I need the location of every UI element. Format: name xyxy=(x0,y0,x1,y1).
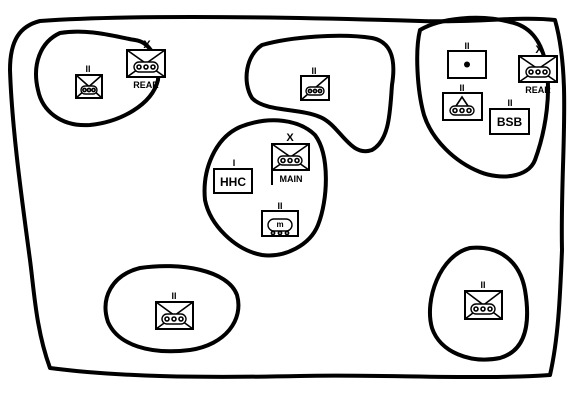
bsb-echelon-label: II xyxy=(507,98,512,108)
echelon-x-west: X xyxy=(143,39,151,51)
brigade-rear-cp-west: X REAR xyxy=(126,39,166,90)
unit-echelon-label: II xyxy=(171,291,176,301)
brigade-area-boundary xyxy=(8,15,567,380)
armored-engineer-unit: II xyxy=(442,83,483,121)
se-area-boundary xyxy=(427,245,530,362)
ne-area-boundary xyxy=(415,15,550,179)
sw-area-boundary xyxy=(103,264,241,354)
unit-echelon-label: II xyxy=(464,41,469,51)
unit-echelon-label: II xyxy=(459,83,464,93)
main-label: MAIN xyxy=(280,174,303,184)
hhc-echelon-label: I xyxy=(233,158,236,168)
brigade-main-cp: X MAIN xyxy=(271,132,310,185)
mech-infantry-unit-se: II xyxy=(464,280,503,320)
hhc-unit: I HHC xyxy=(213,158,253,194)
north-center-area-boundary xyxy=(244,33,396,154)
center-area-boundary xyxy=(202,118,328,258)
hhc-label: HHC xyxy=(220,175,246,189)
echelon-x-main: X xyxy=(286,132,294,144)
rear-label-west: REAR xyxy=(133,80,159,90)
armor-recon-unit: II xyxy=(300,66,330,101)
unit-echelon-label: II xyxy=(480,280,485,290)
unit-echelon-label: II xyxy=(277,201,282,211)
bsb-unit: II BSB xyxy=(489,98,530,135)
mech-infantry-unit-sw: II xyxy=(155,291,194,330)
rear-label-east: REAR xyxy=(525,85,551,95)
brigade-rear-cp-east: X REAR xyxy=(518,44,558,95)
echelon-x-east: X xyxy=(535,44,543,56)
mech-maintenance-unit: II m xyxy=(261,201,299,237)
medical-dot-icon xyxy=(464,61,470,68)
mech-infantry-unit-nw: II xyxy=(75,64,103,99)
nw-area-boundary xyxy=(34,29,161,128)
unit-echelon-label: II xyxy=(85,64,90,74)
medical-unit: II xyxy=(447,41,487,79)
bsb-label: BSB xyxy=(497,115,523,129)
unit-echelon-label: II xyxy=(311,66,316,76)
maintenance-glyph: m xyxy=(276,220,283,229)
